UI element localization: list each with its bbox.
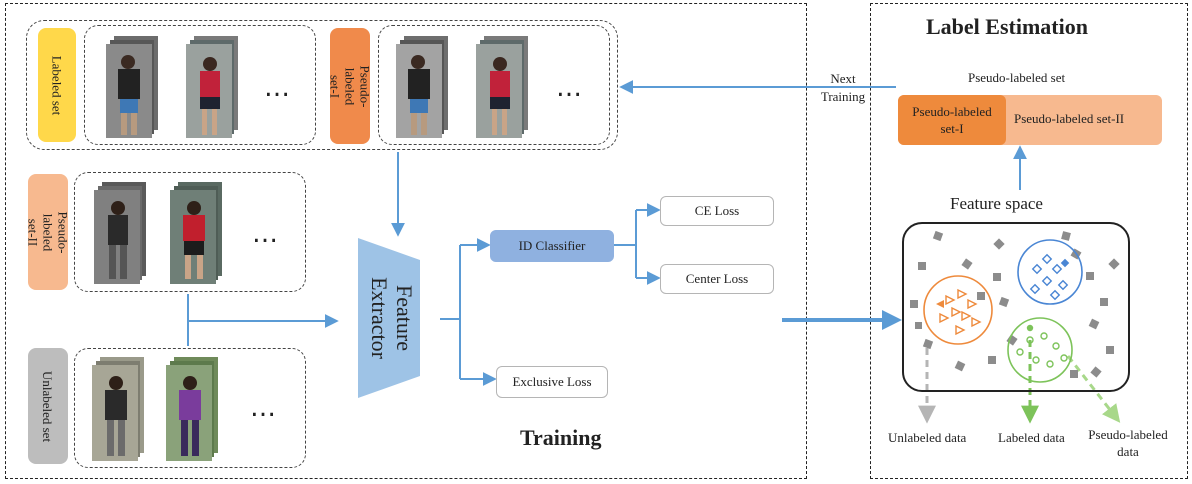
pseudo-point-orange (957, 288, 968, 300)
pseudo-point-orange (967, 298, 978, 310)
feature-space-box (902, 222, 1130, 392)
unlabeled-point (954, 360, 966, 372)
person-image-stack (106, 36, 164, 138)
unlabeled-point (993, 238, 1005, 250)
pseudo-point-green (1060, 354, 1068, 362)
training-panel (5, 3, 807, 479)
unlabeled-point (977, 292, 985, 300)
label-estimation-title: Label Estimation (926, 14, 1088, 39)
pseudo-point-blue (1049, 289, 1061, 301)
next-training-label: Next Training (820, 71, 866, 104)
top-set-group (26, 20, 618, 150)
unlabeled-point (910, 300, 918, 308)
ce-loss-box: CE Loss (660, 196, 774, 226)
unlabeled-point (1070, 370, 1078, 378)
person-image-stack (166, 357, 224, 461)
legend-arrow-pseudo (1066, 355, 1121, 423)
pseudo-point-orange (951, 306, 962, 318)
person-image-stack (94, 182, 152, 284)
unlabeled-point (988, 356, 996, 364)
id-classifier-box: ID Classifier (490, 230, 614, 262)
unlabeled-point (993, 273, 1001, 281)
unlabeled-point (1090, 366, 1102, 378)
training-title: Training (520, 425, 602, 450)
labeled-point-green (1026, 324, 1034, 332)
exclusive-loss-box: Exclusive Loss (496, 366, 608, 398)
unlabeled-point (1108, 258, 1120, 270)
labeled-set-label: Labeled set (38, 28, 76, 142)
pseudo-point-green (1046, 360, 1054, 368)
unlabeled-point (915, 322, 922, 329)
pseudo-set-2-segment-label: Pseudo-labeled set-II (1014, 111, 1125, 126)
pseudo-point-blue (1029, 283, 1041, 295)
pseudo-labeled-set-1-label: Pseudo-labeled set-I (328, 28, 373, 144)
pseudo-point-green (1052, 342, 1060, 350)
pseudo-2-images-frame (74, 172, 306, 292)
unlabeled-point (932, 230, 944, 242)
person-image-stack (186, 36, 244, 138)
ellipsis: … (264, 73, 294, 103)
labeled-point-orange (936, 300, 944, 308)
pseudo-labeled-set-2-label: Pseudo-labeled set-II (26, 174, 71, 290)
pseudo-point-blue (1041, 275, 1053, 287)
pseudo-point-green (1016, 348, 1024, 356)
unlabeled-images-frame (74, 348, 306, 468)
pseudo-point-green (1040, 332, 1048, 340)
feature-extractor-shape (338, 238, 440, 398)
person-image-stack (396, 36, 454, 138)
pseudo-point-orange (939, 312, 950, 324)
unlabeled-point (1100, 298, 1108, 306)
unlabeled-point (998, 296, 1010, 308)
cluster-blue (1017, 239, 1083, 305)
unlabeled-point (1086, 272, 1094, 280)
ellipsis: … (250, 393, 280, 423)
pseudo-1-images-frame (378, 25, 610, 145)
legend-labeled-data: Labeled data (998, 430, 1065, 445)
pseudo-point-green (1032, 356, 1040, 364)
pseudo-point-orange (945, 294, 956, 306)
legend-unlabeled-data: Unlabeled data (888, 430, 967, 445)
feature-space-label: Feature space (950, 194, 1043, 213)
pseudo-point-blue (1057, 279, 1069, 291)
labeled-images-frame (84, 25, 316, 145)
unlabeled-point (1088, 318, 1100, 330)
person-image-stack (476, 36, 534, 138)
person-image-stack (170, 182, 228, 284)
pseudo-labeled-set-caption: Pseudo-labeled set (968, 70, 1066, 85)
ellipsis: … (252, 219, 282, 249)
center-loss-box: Center Loss (660, 264, 774, 294)
pseudo-set-1-segment: Pseudo-labeled set-I (898, 95, 1006, 145)
pseudo-point-blue (1041, 253, 1053, 265)
unlabeled-set-label: Unlabeled set (28, 348, 68, 464)
unlabeled-point (918, 262, 926, 270)
unlabeled-point (1061, 231, 1071, 241)
pseudo-point-green (1026, 336, 1034, 344)
legend-pseudo-labeled-data: Pseudo-labeled data (1088, 427, 1168, 459)
pseudo-point-orange (961, 310, 972, 322)
unlabeled-point (922, 338, 934, 350)
unlabeled-point (1106, 346, 1114, 354)
pseudo-point-orange (955, 324, 966, 336)
unlabeled-point (961, 258, 973, 270)
ellipsis: … (556, 73, 586, 103)
labeled-point-blue (1060, 258, 1070, 268)
pseudo-point-blue (1031, 263, 1043, 275)
cluster-orange (923, 275, 993, 345)
person-image-stack (92, 357, 150, 461)
pseudo-point-orange (971, 316, 982, 328)
pseudo-point-blue (1051, 263, 1063, 275)
label-estimation-panel (870, 3, 1188, 479)
cluster-green (1007, 317, 1073, 383)
